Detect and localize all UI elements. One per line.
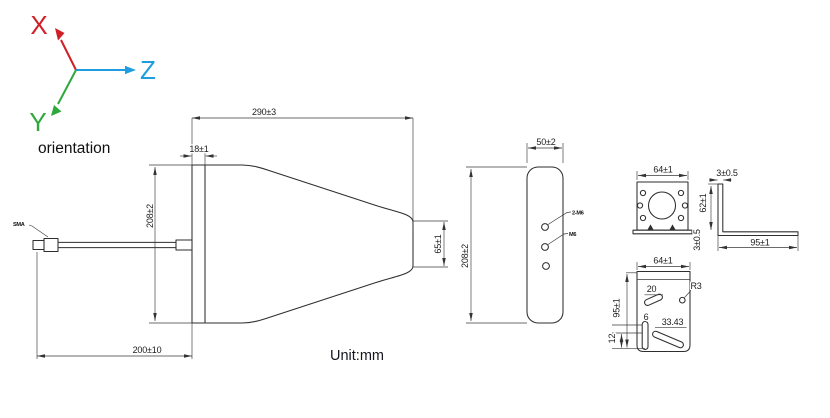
- mount-plate-view: 64±1 3±0.5: [632, 163, 703, 252]
- y-axis-arrow: [57, 69, 77, 105]
- bracket-l-outline: [717, 183, 799, 237]
- slot-left: [641, 320, 649, 351]
- y-axis-arrowhead: [51, 105, 62, 116]
- unit-note: Unit:mm: [330, 348, 384, 364]
- dim-plate-thickness: 3±0.5: [692, 229, 702, 251]
- radius-leader: [684, 290, 692, 298]
- side-view-dimensions: 290±3 18±1 208±2 65±1 200±10: [36, 106, 448, 359]
- mount-plate-screw-holes: [636, 189, 689, 222]
- z-axis-arrowhead: [125, 65, 136, 75]
- dim-back-height: 95±1: [612, 298, 622, 317]
- connector-leader: [28, 224, 49, 238]
- z-axis-label: Z: [140, 55, 156, 85]
- dim-back-offset: 12: [607, 334, 617, 344]
- dim-plate-width: 64±1: [653, 165, 672, 175]
- corner-radius-hole: [678, 296, 686, 304]
- antenna-back-plate: [191, 164, 206, 324]
- front-view-dimensions: 50±2 208±2: [459, 136, 564, 324]
- slot-top: [644, 293, 663, 306]
- mount-hole-bottom: [542, 262, 550, 270]
- mount-plate-dimensions: 64±1 3±0.5: [636, 163, 703, 252]
- mount-plate-base: [632, 229, 693, 235]
- x-axis-arrowhead: [55, 28, 65, 41]
- dim-slot-top: 20: [647, 284, 657, 294]
- cable-gland: [175, 239, 193, 251]
- hole-top-callout: 2-M6: [572, 211, 584, 217]
- dim-front-height: 208±2: [460, 244, 470, 268]
- dim-back-width: 64±1: [653, 256, 672, 266]
- dim-tip-height: 65±1: [433, 234, 443, 253]
- orientation-caption: orientation: [38, 140, 110, 157]
- dim-side-height: 208±2: [145, 204, 155, 228]
- cable: [57, 241, 177, 249]
- bracket-back-dimensions: 64±1 20 R3 33.43 6 95±1 12: [606, 254, 703, 349]
- hole-top-leader: [547, 211, 572, 225]
- antenna-front-view: 2-M6 M6 50±2 208±2: [459, 136, 585, 324]
- dim-slot-bottom: 33.43: [662, 317, 684, 327]
- x-axis-label: X: [30, 10, 47, 40]
- dim-plate-width: 18±1: [189, 144, 208, 154]
- dim-bracket-length: 95±1: [750, 238, 769, 248]
- dim-overall-length: 290±3: [252, 107, 276, 117]
- dim-front-width: 50±2: [536, 137, 555, 147]
- x-axis-arrow: [60, 39, 77, 71]
- hole-mid-leader: [547, 233, 569, 245]
- antenna-body-outline: [204, 164, 414, 324]
- dim-slot-width: 6: [644, 312, 649, 322]
- dim-corner-radius: R3: [691, 281, 702, 291]
- mount-plate-center-hole: [647, 191, 677, 220]
- y-axis-label: Y: [29, 107, 46, 137]
- hole-mid-callout: M6: [569, 232, 576, 238]
- orientation-triad: X Z Y orientation: [29, 10, 156, 157]
- sma-connector: [32, 237, 59, 253]
- bracket-side-view: 3±0.5 62±1 95±1: [697, 167, 799, 251]
- dim-bracket-height: 62±1: [698, 193, 708, 212]
- mount-hole-mid: [541, 243, 549, 251]
- bracket-side-dimensions: 3±0.5 62±1 95±1: [697, 167, 799, 251]
- bracket-back-view: 64±1 20 R3 33.43 6 95±1 12: [606, 254, 703, 353]
- bracket-back-outline: [636, 270, 691, 353]
- dim-cable-length: 200±10: [133, 345, 162, 355]
- slot-bottom: [652, 330, 684, 349]
- dim-bracket-thickness: 3±0.5: [716, 168, 738, 178]
- mount-hole-top: [541, 223, 549, 231]
- connector-callout: SMA: [13, 222, 25, 228]
- antenna-side-view: SMA 290±3 18±1 208±2 65±1: [12, 106, 448, 359]
- weld-marks: [647, 224, 676, 230]
